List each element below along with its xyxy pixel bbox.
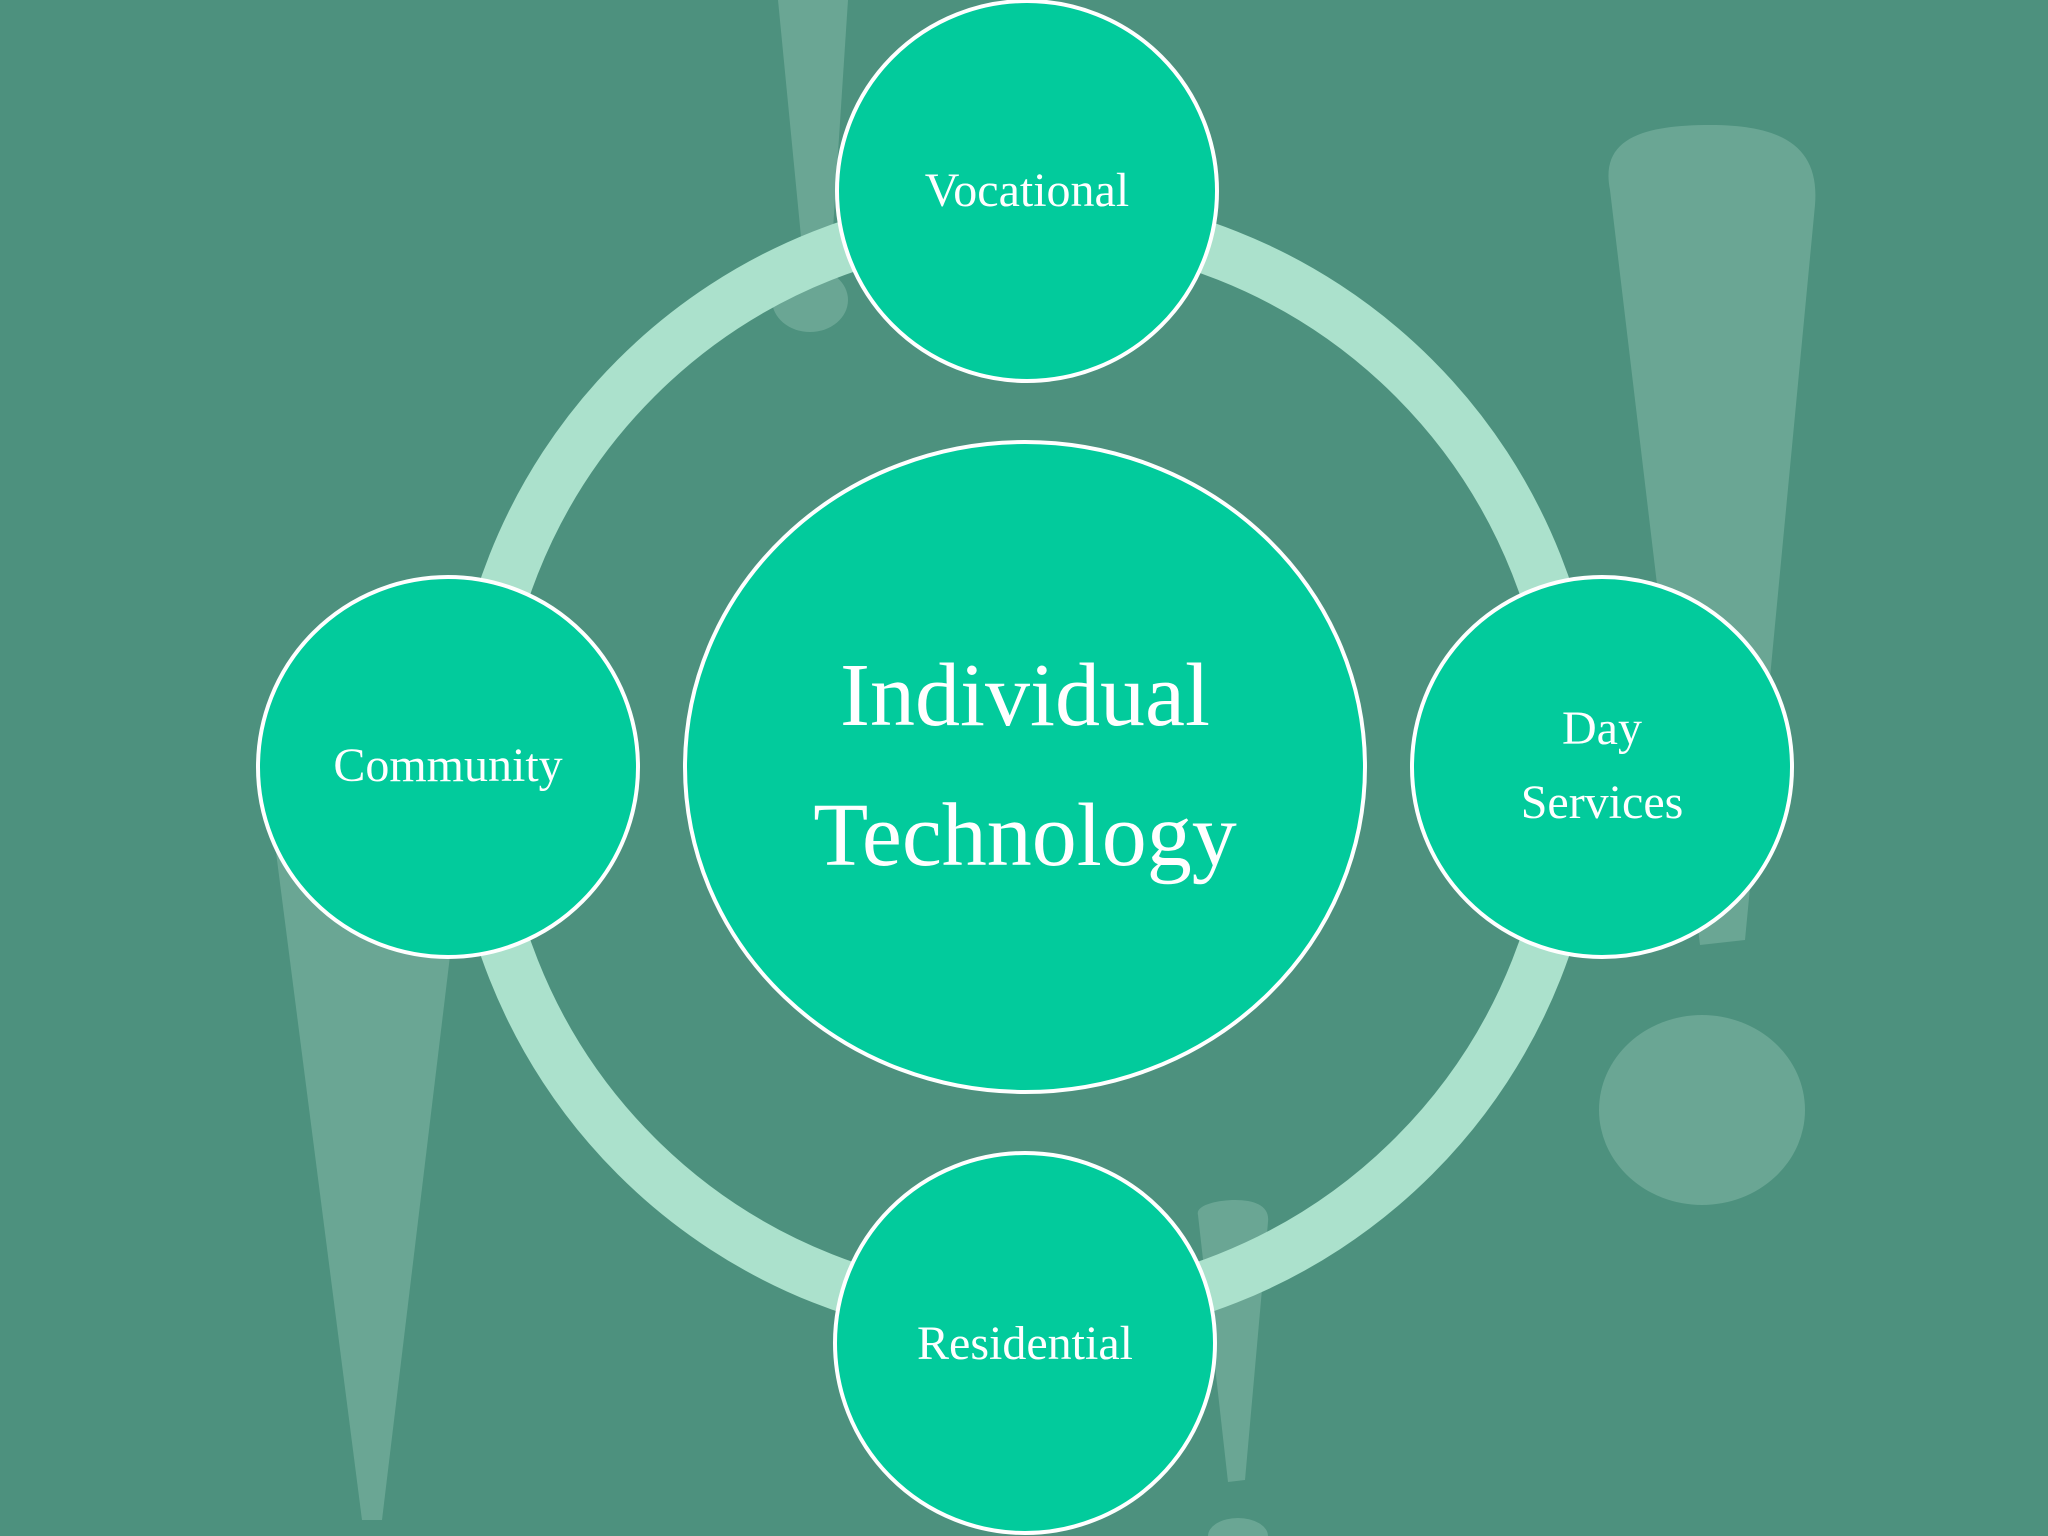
center-node-circle (683, 440, 1367, 1094)
watermark-exclamation-marks (268, 0, 1816, 1536)
node-vocational-label: Vocational (925, 164, 1129, 217)
node-residential-label: Residential (917, 1317, 1133, 1370)
watermark-exclamation-top-stroke (778, 0, 848, 278)
node-day-services-label-line1: Day (1562, 702, 1642, 755)
watermark-exclamation-right-dot (1599, 1015, 1805, 1205)
node-vocational: Vocational (835, 0, 1219, 383)
node-community-circle (256, 575, 640, 959)
node-residential-circle (833, 1151, 1217, 1535)
node-residential: Residential (833, 1151, 1217, 1535)
node-community-label: Community (333, 739, 562, 792)
center-node-label-line2: Technology (813, 786, 1237, 885)
center-node: Individual Technology (683, 440, 1367, 1094)
node-community: Community (256, 575, 640, 959)
node-day-services-label-line2: Services (1521, 776, 1684, 829)
node-day-services-circle (1410, 575, 1794, 959)
center-node-label-line1: Individual (840, 646, 1210, 745)
watermark-exclamation-left-stroke (268, 790, 470, 1520)
node-day-services: Day Services (1410, 575, 1794, 959)
node-vocational-circle (835, 0, 1219, 383)
watermark-exclamation-bottom-dot (1208, 1518, 1268, 1536)
